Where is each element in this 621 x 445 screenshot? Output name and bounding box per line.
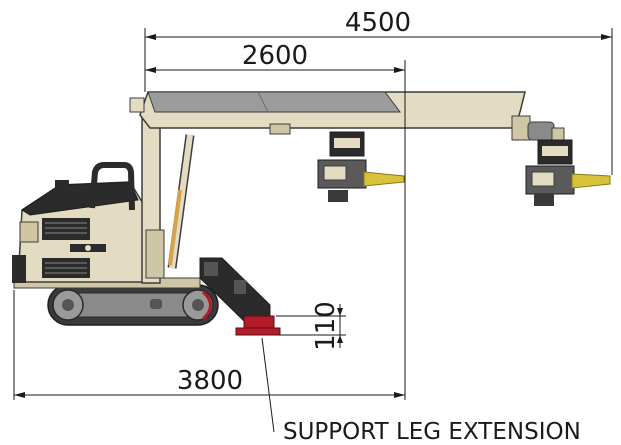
dimension-lines	[13, 28, 613, 433]
callout-label: SUPPORT LEG EXTENSION	[283, 419, 581, 445]
dim-label-mid: 2600	[242, 41, 308, 71]
tool-head-retracted	[317, 131, 405, 202]
tool-head-extended	[525, 139, 611, 206]
callout-leader	[261, 337, 275, 433]
dim-label-top: 4500	[345, 8, 411, 38]
machine	[12, 91, 611, 336]
dim-label-leg: 110	[311, 301, 341, 351]
support-leg	[199, 257, 281, 336]
boom	[129, 91, 526, 135]
hydraulic-cylinder	[167, 134, 195, 269]
grille-upper	[42, 218, 90, 240]
dim-label-bottom: 3800	[177, 366, 243, 396]
roll-bar	[89, 162, 135, 211]
engine-housing	[12, 180, 151, 283]
grille-lower	[42, 258, 90, 278]
crawler-track	[47, 284, 219, 326]
mast-column	[141, 117, 165, 284]
